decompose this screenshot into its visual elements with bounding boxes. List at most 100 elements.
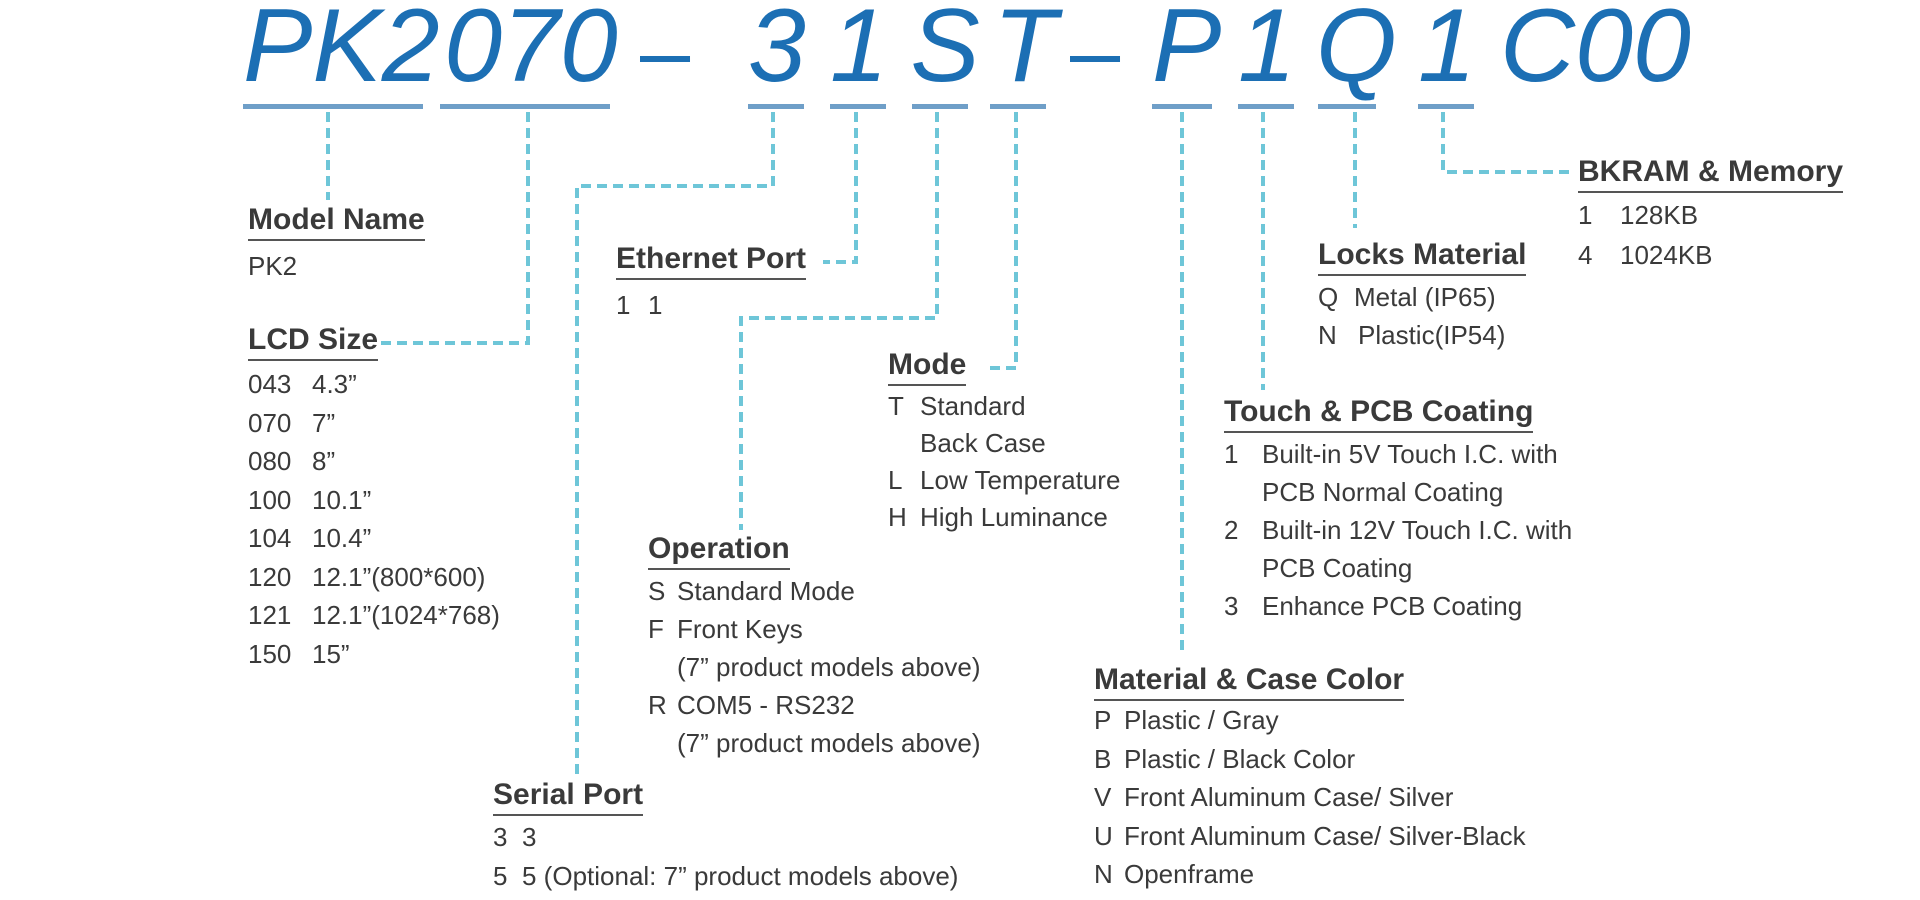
connector-serial-port bbox=[575, 112, 775, 775]
item-desc: Built-in 5V Touch I.C. with bbox=[1262, 439, 1558, 469]
item-code: N bbox=[1318, 320, 1337, 350]
item-desc: Standard bbox=[920, 391, 1026, 421]
item-desc: Standard Mode bbox=[677, 576, 855, 606]
item-desc: (7” product models above) bbox=[677, 652, 981, 682]
item-code: 1 bbox=[1224, 439, 1239, 469]
item-desc: 3 bbox=[522, 822, 537, 852]
connector-lcd-size bbox=[380, 112, 530, 345]
code-dash-2: – bbox=[1070, 2, 1121, 102]
item-desc: Enhance PCB Coating bbox=[1262, 591, 1523, 621]
item-desc: 12.1”(800*600) bbox=[312, 561, 486, 592]
ethernet-port-title: Ethernet Port bbox=[616, 242, 807, 280]
item-code: 104 bbox=[248, 523, 292, 553]
code-dash-1: – bbox=[640, 2, 691, 102]
item-desc: 1 bbox=[648, 290, 663, 320]
list-item: T Standard bbox=[888, 388, 1120, 425]
item-code: T bbox=[888, 391, 904, 421]
underline-pk2 bbox=[243, 104, 423, 109]
item-code: 080 bbox=[248, 446, 292, 476]
list-item: 120 12.1”(800*600) bbox=[248, 558, 500, 597]
item-code: R bbox=[648, 690, 667, 720]
list-item: 1 Built-in 5V Touch I.C. with bbox=[1224, 435, 1572, 473]
item-code: 1 bbox=[1578, 200, 1593, 230]
underline-material bbox=[1152, 104, 1212, 109]
underline-operation bbox=[912, 104, 968, 109]
item-code: 150 bbox=[248, 638, 292, 669]
item-code bbox=[888, 425, 920, 462]
item-desc: (7” product models above) bbox=[677, 728, 981, 758]
item-code: L bbox=[888, 465, 903, 495]
item-desc: COM5 - RS232 bbox=[677, 690, 855, 720]
item-code: S bbox=[648, 576, 666, 606]
item-desc: Plastic(IP54) bbox=[1358, 320, 1506, 350]
list-item: PK2 bbox=[248, 247, 425, 286]
code-segment-suffix: C00 bbox=[1500, 0, 1691, 104]
connector-mode bbox=[985, 112, 1018, 370]
bkram-memory-title: BKRAM & Memory bbox=[1578, 155, 1844, 193]
item-code: 4 bbox=[1578, 240, 1593, 270]
item-code: 120 bbox=[248, 561, 292, 592]
item-desc: High Luminance bbox=[920, 502, 1108, 532]
item-code: V bbox=[1094, 782, 1112, 812]
item-code: 3 bbox=[493, 822, 508, 852]
item-code: 2 bbox=[1224, 515, 1239, 545]
item-desc: 12.1”(1024*768) bbox=[312, 600, 500, 630]
list-item: PCB Coating bbox=[1224, 549, 1572, 587]
underline-lcd-size bbox=[440, 104, 610, 109]
locks-material-title: Locks Material bbox=[1318, 238, 1527, 276]
code-segment-locks: Q bbox=[1316, 0, 1397, 104]
item-code bbox=[648, 648, 677, 686]
serial-port-title: Serial Port bbox=[493, 778, 644, 816]
underline-serial bbox=[748, 104, 804, 109]
list-item: (7” product models above) bbox=[648, 724, 980, 762]
mode-title: Mode bbox=[888, 348, 967, 386]
connector-operation bbox=[739, 112, 939, 530]
item-desc: 4.3” bbox=[312, 369, 357, 399]
list-item: (7” product models above) bbox=[648, 648, 980, 686]
item-code: 100 bbox=[248, 484, 292, 515]
code-segment-material: P bbox=[1152, 0, 1222, 104]
item-code bbox=[648, 724, 677, 762]
connector-ethernet-port bbox=[823, 112, 858, 264]
item-desc: 5 (Optional: 7” product models above) bbox=[522, 861, 959, 891]
item-desc: 128KB bbox=[1620, 200, 1699, 230]
item-code: N bbox=[1094, 859, 1113, 889]
underline-locks bbox=[1318, 104, 1376, 109]
item-desc: Metal (IP65) bbox=[1354, 282, 1496, 312]
item-code: P bbox=[1094, 705, 1112, 735]
list-item: R COM5 - RS232 bbox=[648, 686, 980, 724]
list-item: N Plastic(IP54) bbox=[1318, 316, 1526, 354]
item-desc: PCB Coating bbox=[1262, 553, 1413, 583]
underline-bkram bbox=[1418, 104, 1474, 109]
lcd-size-title: LCD Size bbox=[248, 323, 379, 361]
